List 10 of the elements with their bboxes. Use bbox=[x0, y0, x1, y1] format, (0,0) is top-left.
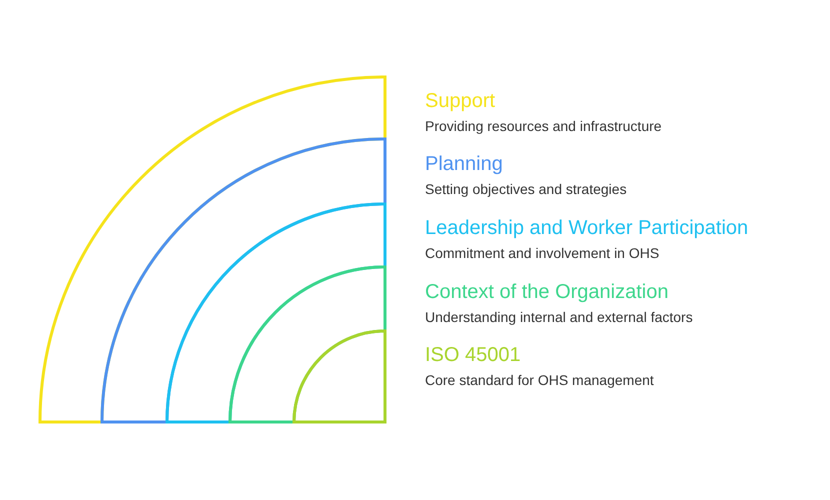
layer-description: Providing resources and infrastructure bbox=[425, 117, 662, 135]
layer-title: Planning bbox=[425, 152, 503, 176]
layer-description: Core standard for OHS management bbox=[425, 371, 654, 389]
layer-description: Understanding internal and external factors bbox=[425, 308, 693, 326]
layer-description: Commitment and involvement in OHS bbox=[425, 244, 660, 262]
layer-title: ISO 45001 bbox=[425, 343, 521, 367]
layer-title: Context of the Organization bbox=[425, 280, 668, 304]
layer-title: Support bbox=[425, 89, 496, 113]
layer-description: Setting objectives and strategies bbox=[425, 180, 627, 198]
layer-title: Leadership and Worker Participation bbox=[425, 216, 748, 240]
